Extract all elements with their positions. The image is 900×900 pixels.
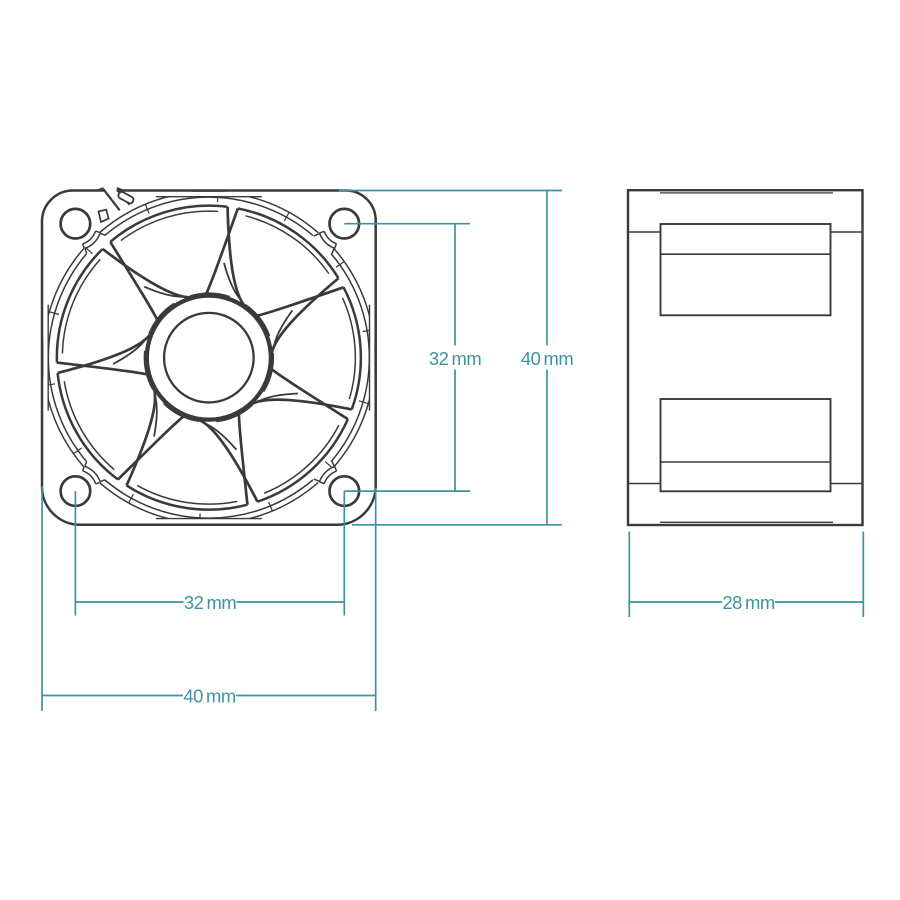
svg-text:32 mm: 32 mm bbox=[429, 348, 481, 369]
svg-text:32 mm: 32 mm bbox=[184, 592, 236, 613]
svg-text:40 mm: 40 mm bbox=[521, 348, 573, 369]
svg-text:28 mm: 28 mm bbox=[722, 592, 774, 613]
svg-text:40 mm: 40 mm bbox=[183, 686, 235, 707]
